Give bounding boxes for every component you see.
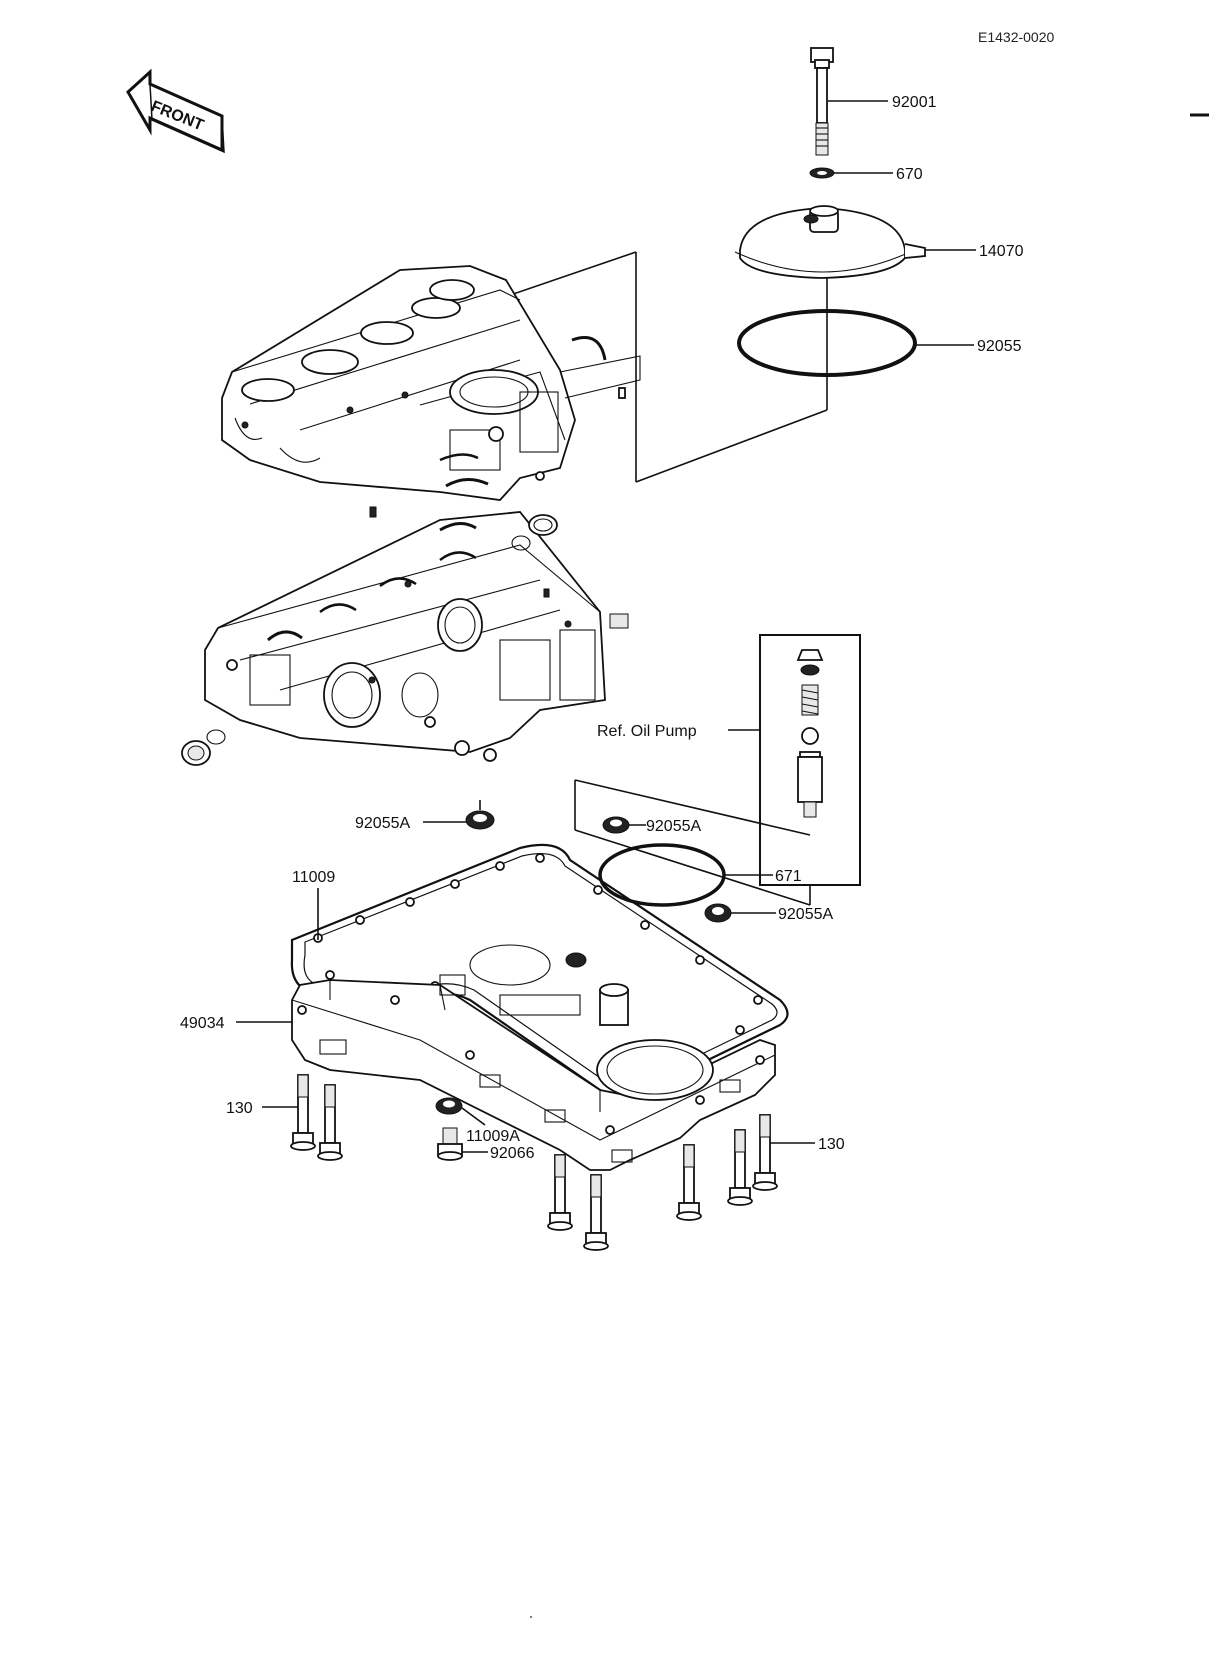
oil-pan-49034 bbox=[291, 944, 776, 1171]
part-label-130-left: 130 bbox=[226, 1100, 253, 1117]
upper-crankcase bbox=[221, 265, 641, 501]
part-label-11009: 11009 bbox=[292, 869, 335, 886]
part-label-92055: 92055 bbox=[977, 338, 1022, 355]
part-label-49034: 49034 bbox=[180, 1015, 225, 1032]
part-label-130-right: 130 bbox=[818, 1136, 845, 1153]
diagram-code: E1432-0020 bbox=[978, 29, 1055, 45]
part-label-14070: 14070 bbox=[979, 243, 1024, 260]
front-arrow-icon: FRONT bbox=[126, 68, 225, 154]
part-label-92055a-right: 92055A bbox=[778, 906, 833, 923]
part-label-671: 671 bbox=[775, 868, 802, 885]
oil-seal-92055a-top bbox=[602, 816, 630, 834]
lower-crankcase bbox=[204, 506, 606, 762]
bolt-92001 bbox=[810, 47, 834, 156]
part-label-670: 670 bbox=[896, 166, 923, 183]
cover-to-case-line bbox=[635, 409, 828, 483]
bolt-130-left-a bbox=[290, 1074, 316, 1151]
part-label-92066: 92066 bbox=[490, 1145, 535, 1162]
bolt-130-left-b bbox=[317, 1084, 343, 1161]
ref-oil-pump-label: Ref. Oil Pump bbox=[597, 723, 697, 740]
part-label-92055a-top: 92055A bbox=[646, 818, 701, 835]
drain-plug-left bbox=[181, 729, 226, 766]
oil-pump-reference-box bbox=[759, 634, 861, 886]
washer-11009a bbox=[435, 1097, 463, 1115]
oil-seal-92055a-right bbox=[704, 903, 732, 923]
part-label-92055a-left: 92055A bbox=[355, 815, 410, 832]
drain-plug-92066 bbox=[437, 1127, 463, 1161]
oil-pan-cover-14070 bbox=[734, 205, 926, 279]
breather-fitting bbox=[511, 514, 558, 551]
o-ring-671 bbox=[598, 843, 726, 907]
bolt-130-bottom-c bbox=[676, 1144, 702, 1221]
part-label-92001: 92001 bbox=[892, 94, 937, 111]
bolt-130-right-b bbox=[752, 1114, 778, 1191]
bolt-130-right-a bbox=[727, 1129, 753, 1206]
bolt-130-bottom-b bbox=[583, 1174, 609, 1251]
pump-to-pan-line bbox=[574, 829, 811, 906]
plug-fitting bbox=[609, 613, 629, 629]
oil-seal-92055a-left bbox=[465, 810, 495, 830]
part-label-11009a: 11009A bbox=[466, 1128, 520, 1145]
stray-dot bbox=[530, 1616, 532, 1618]
bolt-130-bottom-a bbox=[547, 1154, 573, 1231]
